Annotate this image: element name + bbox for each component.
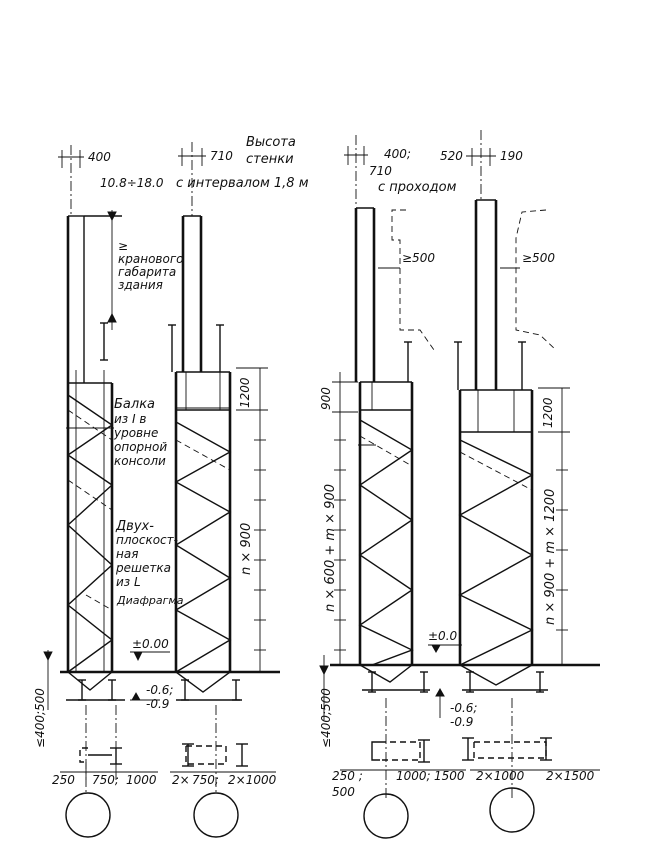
lattice-line-2: плоскост-: [116, 533, 178, 547]
dim-900: 900: [319, 387, 333, 410]
interval-label: с интервалом 1,8 м: [176, 176, 309, 191]
column-2: [168, 215, 268, 795]
column-1: [60, 210, 280, 795]
footing-left: ≤400;500: [33, 688, 47, 748]
dim-400b: 400;: [384, 147, 411, 161]
wall-title: стенки: [246, 152, 294, 167]
lattice-line-5: из L: [116, 575, 141, 589]
dim-710b: 710: [369, 164, 392, 178]
lattice-line-4: решетка: [115, 561, 171, 575]
bdim-2x1000: 2×1000: [228, 773, 277, 787]
beam-line-3: уровне: [113, 426, 158, 440]
level-marks-1: [43, 650, 170, 710]
dim-1200-a: 1200: [238, 377, 252, 408]
bdim-1000: 1000: [126, 773, 157, 787]
bdim-2x1000b: 2×1000: [476, 769, 525, 783]
dim-n900m1200: n × 900 + m × 1200: [543, 489, 558, 625]
bdim-2x: 2×: [172, 773, 190, 787]
crane-line-4: здания: [118, 278, 163, 292]
range-label: 10.8÷18.0: [100, 176, 164, 190]
height-title: Высота: [246, 135, 296, 150]
crane-line-2: кранового: [118, 252, 183, 266]
level-minus09b: -0.9: [450, 715, 473, 729]
crane-line-3: габарита: [118, 265, 176, 279]
dim-520: 520: [440, 149, 463, 163]
ge500-a: ≥500: [402, 251, 435, 265]
lattice-note: Двух- плоскост- ная решетка из L: [115, 519, 178, 589]
bdim-2x750: 750;: [192, 773, 219, 787]
column-3: [319, 207, 600, 800]
beam-line-5: консоли: [114, 454, 166, 468]
dim-400: 400: [88, 150, 111, 164]
dim-1200-b: 1200: [541, 397, 555, 428]
bdim-1000b: 1000;: [396, 769, 431, 783]
dim-190: 190: [500, 149, 523, 163]
level-minus06b: -0.6;: [450, 701, 477, 715]
bdim-1500: 1500: [434, 769, 465, 783]
diaphragm-note: Диафрагма: [116, 594, 184, 607]
level-minus09a: -0.9: [146, 697, 169, 711]
dim-n900: n × 900: [239, 523, 254, 575]
passage-label: с проходом: [378, 180, 457, 195]
beam-line-4: опорной: [114, 440, 167, 454]
crane-line-1: ≥: [118, 239, 128, 253]
top-dim-left: [58, 130, 496, 216]
footing-right: ≤400;500: [319, 688, 333, 748]
bdim-250: 250: [52, 773, 75, 787]
column-4: [454, 199, 570, 800]
beam-note: Балка из I в уровне опорной консоли: [113, 397, 167, 468]
level-zero-a: ±0.00: [132, 637, 169, 651]
lattice-line-1: Двух-: [115, 519, 154, 534]
dim-n600m900: n × 600 + m × 900: [323, 484, 338, 612]
bdim-750: 750;: [92, 773, 119, 787]
beam-line-1: Балка: [114, 397, 155, 412]
crane-note: ≥ кранового габарита здания: [118, 239, 183, 292]
ge500-b: ≥500: [522, 251, 555, 265]
beam-line-2: из I в: [114, 412, 146, 426]
dim-710: 710: [210, 149, 233, 163]
level-zero-b: ±0.0: [428, 629, 458, 643]
lattice-line-3: ная: [116, 547, 138, 561]
bdim-2x1500: 2×1500: [546, 769, 595, 783]
plan-sections: [60, 737, 600, 839]
bdim-500: 500: [332, 785, 355, 799]
level-minus06a: -0.6;: [146, 683, 173, 697]
bdim-250b: 250 ;: [332, 769, 363, 783]
